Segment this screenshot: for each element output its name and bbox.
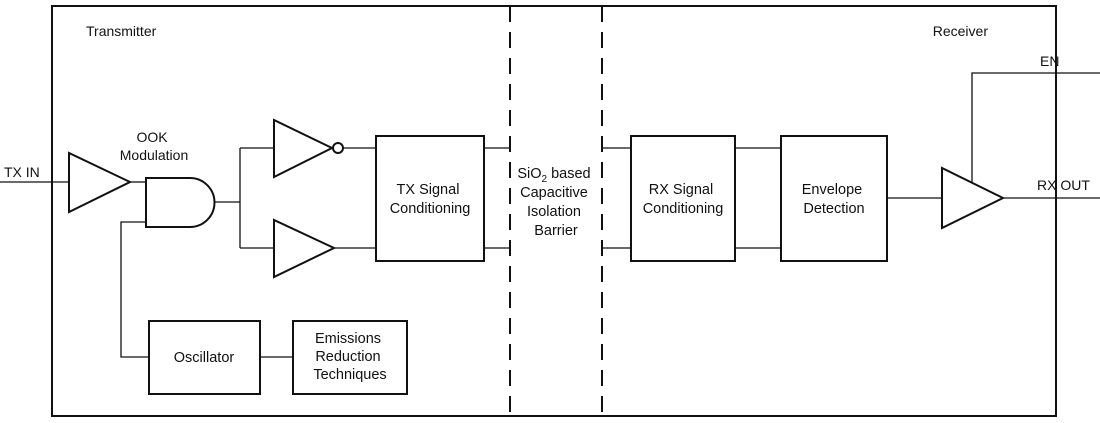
envelope-line-2: Detection — [803, 201, 864, 217]
tx-in-label: TX IN — [4, 164, 40, 180]
oscillator-line-1: Oscillator — [174, 350, 235, 366]
envelope-detection-block — [780, 135, 888, 262]
oscillator-label: Oscillator — [174, 350, 235, 366]
transmitter-label: Transmitter — [86, 23, 157, 39]
tx-signal-conditioning-label: TX Signal Conditioning — [390, 182, 471, 217]
en-label: EN — [1040, 53, 1059, 69]
emissions-line-3: Techniques — [313, 367, 386, 383]
barrier-sio-text: SiO — [517, 166, 541, 182]
rx-cond-line-2: Conditioning — [643, 201, 724, 217]
chip-outline — [51, 5, 1057, 417]
input-buffer-symbol — [68, 151, 133, 214]
envelope-detection-label: Envelope Detection — [802, 182, 867, 217]
barrier-line-2: Capacitive — [520, 185, 588, 201]
ook-modulation-label: OOK Modulation — [120, 129, 189, 163]
emissions-line-1: Emissions — [315, 331, 381, 347]
tx-signal-conditioning-block — [375, 135, 485, 262]
receiver-label: Receiver — [933, 23, 989, 39]
barrier-label: SiO2 based Capacitive Isolation Barrier — [517, 166, 594, 239]
rx-out-label: RX OUT — [1037, 177, 1090, 193]
barrier-line-4: Barrier — [534, 223, 578, 239]
emissions-reduction-label: Emissions Reduction Techniques — [313, 331, 386, 383]
barrier-based-text: based — [547, 166, 591, 182]
barrier-subscript-text: 2 — [542, 174, 548, 185]
non-inverting-buffer-symbol — [273, 218, 337, 279]
enable-wire — [971, 72, 1100, 183]
inverting-buffer-symbol — [273, 118, 335, 179]
envelope-line-1: Envelope — [802, 182, 862, 198]
barrier-line-3: Isolation — [527, 204, 581, 220]
tx-cond-line-2: Conditioning — [390, 201, 471, 217]
oscillator-to-gate-wire — [120, 221, 149, 358]
emissions-reduction-block — [292, 320, 408, 395]
rx-signal-conditioning-label: RX Signal Conditioning — [643, 182, 724, 217]
ook-label-line: OOK — [136, 129, 168, 145]
rx-signal-conditioning-block — [630, 135, 736, 262]
barrier-line-1: SiO2 based — [517, 166, 590, 185]
and-gate-symbol — [145, 177, 216, 228]
emissions-line-2: Reduction — [315, 349, 380, 365]
rx-cond-line-1: RX Signal — [649, 182, 713, 198]
modulation-label-line: Modulation — [120, 147, 189, 163]
tx-cond-line-1: TX Signal — [397, 182, 460, 198]
inverter-bubble-icon — [332, 142, 344, 154]
